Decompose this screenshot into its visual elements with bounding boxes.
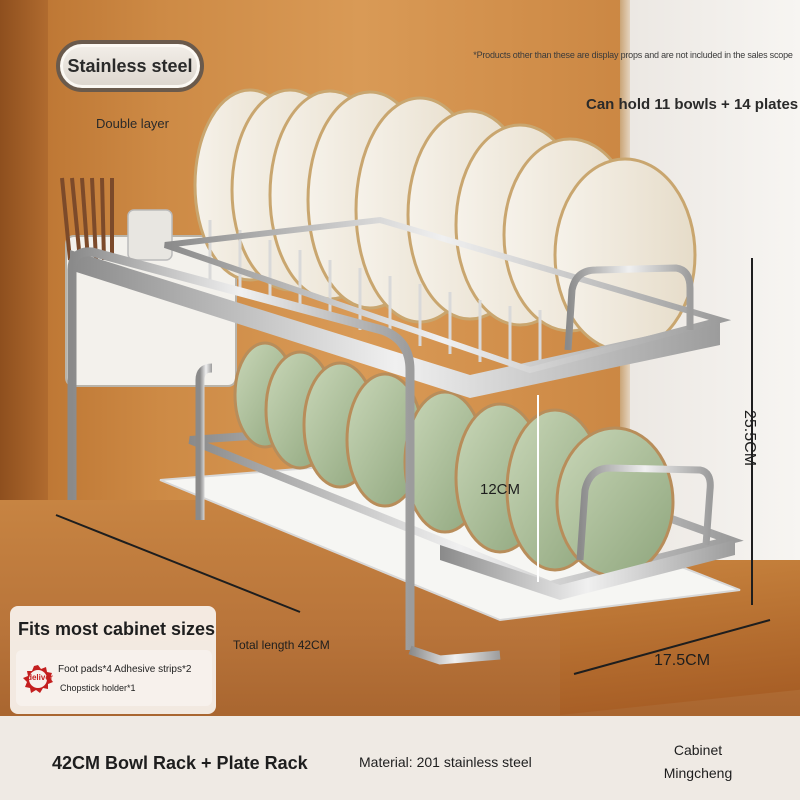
product-name: 42CM Bowl Rack + Plate Rack — [52, 753, 308, 773]
brand-name: Cabinet Mingcheng — [650, 739, 746, 785]
disclaimer-text: *Products other than these are display p… — [473, 50, 793, 60]
plate-stack — [193, 88, 697, 353]
depth-dimension: 17.5CM — [654, 652, 711, 669]
bowl-stack — [233, 341, 675, 578]
rack-frame — [67, 247, 635, 665]
accessories-line-1: Foot pads*4 Adhesive strips*2 — [58, 664, 192, 675]
material-badge-label: Stainless steel — [67, 55, 193, 76]
upper-tier — [70, 88, 732, 398]
inner-height-dimension: 12CM — [480, 481, 521, 498]
capacity-label: Can hold 11 bowls + 14 plates — [586, 96, 799, 113]
dimension-lines — [55, 258, 771, 675]
height-dimension: 25.5CM — [741, 410, 758, 467]
material-text: Material: 201 stainless steel — [359, 754, 532, 770]
material-badge: Stainless steel — [56, 40, 204, 92]
total-length-label: Total length 42CM — [233, 638, 330, 652]
subtitle: Double layer — [96, 116, 169, 131]
brand-line-2: Mingcheng — [663, 765, 733, 781]
delivery-seal-icon — [23, 665, 53, 693]
accessories-title: Fits most cabinet sizes — [18, 619, 216, 639]
delivery-seal-label: deliver — [27, 673, 53, 682]
footer-bar — [0, 716, 800, 800]
lower-tier — [159, 341, 744, 622]
accessories-line-2: Chopstick holder*1 — [60, 683, 136, 693]
dish-rack-illustration — [55, 88, 771, 675]
brand-line-1: Cabinet — [673, 742, 723, 758]
